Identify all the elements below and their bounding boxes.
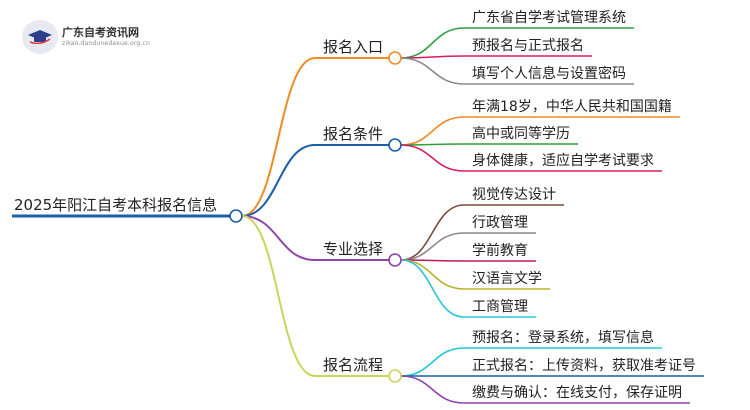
branch-label-majors: 专业选择 bbox=[323, 240, 383, 258]
branch-label-conditions: 报名条件 bbox=[323, 125, 383, 143]
branch-label-process: 报名流程 bbox=[323, 356, 383, 374]
leaf-label: 行政管理 bbox=[472, 215, 528, 231]
connector-process bbox=[241, 215, 316, 377]
root-label: 2025年阳江自考本科报名信息 bbox=[14, 196, 217, 214]
mind-map-nodes: 2025年阳江自考本科报名信息 报名入口 广东省自学考试管理系统预报名与正式报名填写… bbox=[14, 10, 696, 401]
branch-label-entry: 报名入口 bbox=[323, 38, 383, 56]
leaf-connector bbox=[400, 347, 465, 377]
leaf-label: 视觉传达设计 bbox=[472, 187, 556, 203]
leaf-label: 工商管理 bbox=[472, 299, 528, 315]
leaf-connector bbox=[400, 116, 465, 146]
graduation-cap-icon bbox=[28, 30, 52, 44]
leaf-label: 汉语言文学 bbox=[472, 271, 542, 287]
leaf-label: 学前教育 bbox=[472, 242, 528, 259]
leaf-connector bbox=[400, 375, 465, 404]
leaf-label: 高中或同等学历 bbox=[472, 125, 570, 142]
leaf-label: 预报名：登录系统，填写信息 bbox=[472, 329, 654, 346]
connector-entry bbox=[241, 57, 316, 217]
connector-lines bbox=[12, 27, 704, 404]
leaf-label: 填写个人信息与设置密码 bbox=[472, 65, 626, 82]
leaf-connector bbox=[400, 144, 465, 172]
logo-title: 广东自考资讯网 bbox=[62, 26, 139, 39]
leaf-label: 正式报名：上传资料，获取准考证号 bbox=[472, 358, 696, 374]
leaf-label: 广东省自学考试管理系统 bbox=[472, 10, 626, 26]
site-logo: 广东自考资讯网 zikao.dandunedaxue.org.cn bbox=[22, 20, 150, 54]
branch-node-circle bbox=[388, 138, 402, 152]
leaf-connector bbox=[400, 259, 465, 318]
logo-badge bbox=[22, 20, 58, 54]
connector-majors bbox=[241, 215, 316, 261]
leaf-label: 年满18岁，中华人民共和国国籍 bbox=[472, 98, 672, 115]
logo-subtitle: zikao.dandunedaxue.org.cn bbox=[62, 40, 151, 47]
branch-node-circle bbox=[388, 51, 402, 65]
leaf-connector bbox=[400, 232, 465, 261]
connector-conditions bbox=[241, 144, 316, 217]
root-node-circle bbox=[229, 209, 243, 223]
leaf-connector bbox=[400, 57, 465, 85]
leaf-connector bbox=[400, 204, 465, 261]
leaf-label: 缴费与确认：在线支付，保存证明 bbox=[472, 385, 682, 401]
branch-node-circle bbox=[388, 369, 402, 383]
leaf-label: 预报名与正式报名 bbox=[472, 38, 584, 54]
leaf-connector bbox=[400, 259, 465, 290]
leaf-label: 身体健康，适应自学考试要求 bbox=[472, 152, 654, 169]
leaf-connector bbox=[400, 27, 465, 59]
branch-node-circle bbox=[388, 253, 402, 267]
